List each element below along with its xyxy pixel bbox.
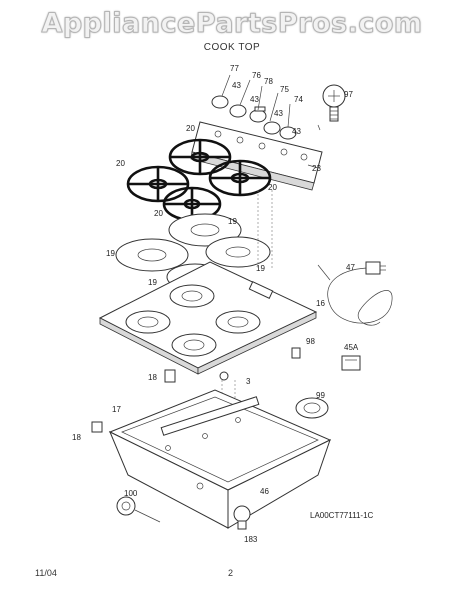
callout-16: 16	[316, 299, 325, 308]
callout-19-c: 19	[256, 264, 265, 273]
callout-20-b: 20	[116, 159, 125, 168]
callout-77: 77	[230, 64, 239, 73]
fitting-183	[233, 505, 251, 530]
callout-43-a: 43	[232, 81, 241, 90]
callout-23: 23	[312, 164, 321, 173]
callout-45a: 45A	[344, 343, 359, 352]
callout-99: 99	[316, 391, 325, 400]
callout-3: 3	[246, 377, 251, 386]
screw-97	[317, 84, 346, 131]
callout-76: 76	[252, 71, 261, 80]
callout-97: 97	[344, 90, 353, 99]
control-panel	[190, 121, 323, 191]
callout-19-d: 19	[148, 278, 157, 287]
callout-20-d: 20	[154, 209, 163, 218]
orifice-100	[116, 496, 161, 523]
callout-20-a: 20	[186, 124, 195, 133]
callout-75: 75	[280, 85, 289, 94]
callout-17: 17	[112, 405, 121, 414]
callout-47: 47	[346, 263, 355, 272]
callout-78: 78	[264, 77, 273, 86]
callout-43-d: 43	[292, 127, 301, 136]
callout-19-a: 19	[228, 217, 237, 226]
leader-lines-top	[221, 74, 319, 169]
burner-grates	[126, 138, 272, 222]
callout-18-a: 18	[148, 373, 157, 382]
callout-98: 98	[306, 337, 315, 346]
bracket-18-upper	[164, 369, 176, 383]
callout-18-b: 18	[72, 433, 81, 442]
callout-46: 46	[260, 487, 269, 496]
part-3	[219, 371, 229, 381]
spark-module-45a	[341, 355, 361, 371]
cooktop-surface	[98, 261, 318, 375]
diagram-code: LA00CT77111-1C	[310, 511, 374, 520]
callout-183: 183	[244, 535, 258, 544]
bracket-18-lower	[91, 421, 103, 433]
section-title: COOK TOP	[203, 42, 261, 53]
callout-20-c: 20	[268, 183, 277, 192]
callout-74: 74	[294, 95, 303, 104]
callout-19-b: 19	[106, 249, 115, 258]
burner-box	[108, 389, 332, 529]
knob-clip-98	[291, 347, 301, 359]
burner-knobs	[211, 95, 297, 140]
callout-labels: 77 76 78 75 74 43 43 43 43 97 20 20 20 2…	[72, 64, 374, 544]
callout-100: 100	[124, 489, 138, 498]
callout-43-c: 43	[274, 109, 283, 118]
footer-date: 11/04	[35, 568, 57, 578]
footer-page-number: 2	[228, 568, 234, 578]
power-cord	[317, 261, 393, 326]
callout-43-b: 43	[250, 95, 259, 104]
igniter-99	[295, 397, 329, 419]
